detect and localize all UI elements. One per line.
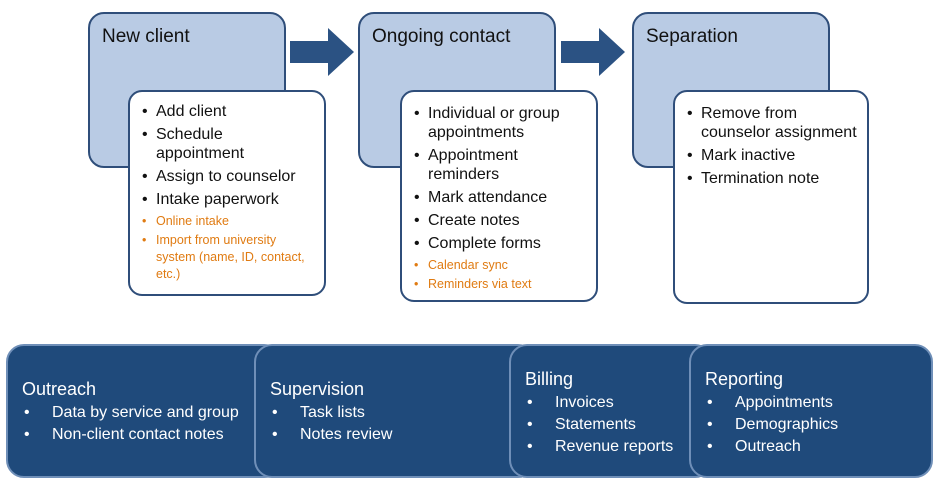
bar-billing: Billing Invoices Statements Revenue repo… bbox=[509, 344, 713, 478]
list-sub-item: Calendar sync bbox=[414, 257, 586, 274]
list-item: Data by service and group bbox=[22, 402, 268, 424]
list-item: Mark attendance bbox=[414, 188, 586, 207]
bar-title: Supervision bbox=[270, 379, 365, 399]
stage-title: New client bbox=[102, 26, 190, 47]
bar-title: Reporting bbox=[705, 369, 784, 389]
list-item: Appointment reminders bbox=[414, 146, 586, 184]
card-ongoing-contact: Individual or group appointments Appoint… bbox=[400, 90, 598, 302]
list-item: Outreach bbox=[705, 436, 919, 458]
list-sub-item: Reminders via text bbox=[414, 276, 586, 293]
right-arrow-icon bbox=[561, 28, 625, 76]
bar-title: Outreach bbox=[22, 379, 97, 399]
card-separation: Remove from counselor assignment Mark in… bbox=[673, 90, 869, 304]
list-item: Statements bbox=[525, 414, 699, 436]
list-item: Notes review bbox=[270, 424, 522, 446]
list-item: Remove from counselor assignment bbox=[687, 104, 857, 142]
card-new-client: Add client Schedule appointment Assign t… bbox=[128, 90, 326, 296]
bar-outreach: Outreach Data by service and group Non-c… bbox=[6, 344, 282, 478]
right-arrow-icon bbox=[290, 28, 354, 76]
list-item: Schedule appointment bbox=[142, 125, 314, 163]
bar-title: Billing bbox=[525, 369, 574, 389]
list-item: Non-client contact notes bbox=[22, 424, 268, 446]
bar-reporting: Reporting Appointments Demographics Outr… bbox=[689, 344, 933, 478]
list-item: Assign to counselor bbox=[142, 167, 314, 186]
bar-supervision: Supervision Task lists Notes review bbox=[254, 344, 536, 478]
list-item: Create notes bbox=[414, 211, 586, 230]
list-item: Termination note bbox=[687, 169, 857, 188]
list-item: Task lists bbox=[270, 402, 522, 424]
list-item: Complete forms bbox=[414, 234, 586, 253]
list-item: Individual or group appointments bbox=[414, 104, 586, 142]
list-item: Invoices bbox=[525, 392, 699, 414]
stage-title: Ongoing contact bbox=[372, 26, 511, 47]
list-item: Intake paperwork bbox=[142, 190, 314, 209]
list-item: Appointments bbox=[705, 392, 919, 414]
list-item: Mark inactive bbox=[687, 146, 857, 165]
list-item: Add client bbox=[142, 102, 314, 121]
stage-title: Separation bbox=[646, 26, 738, 47]
list-sub-item: Online intake bbox=[142, 213, 314, 230]
list-item: Demographics bbox=[705, 414, 919, 436]
list-item: Revenue reports bbox=[525, 436, 699, 458]
list-sub-item: Import from university system (name, ID,… bbox=[142, 232, 314, 283]
